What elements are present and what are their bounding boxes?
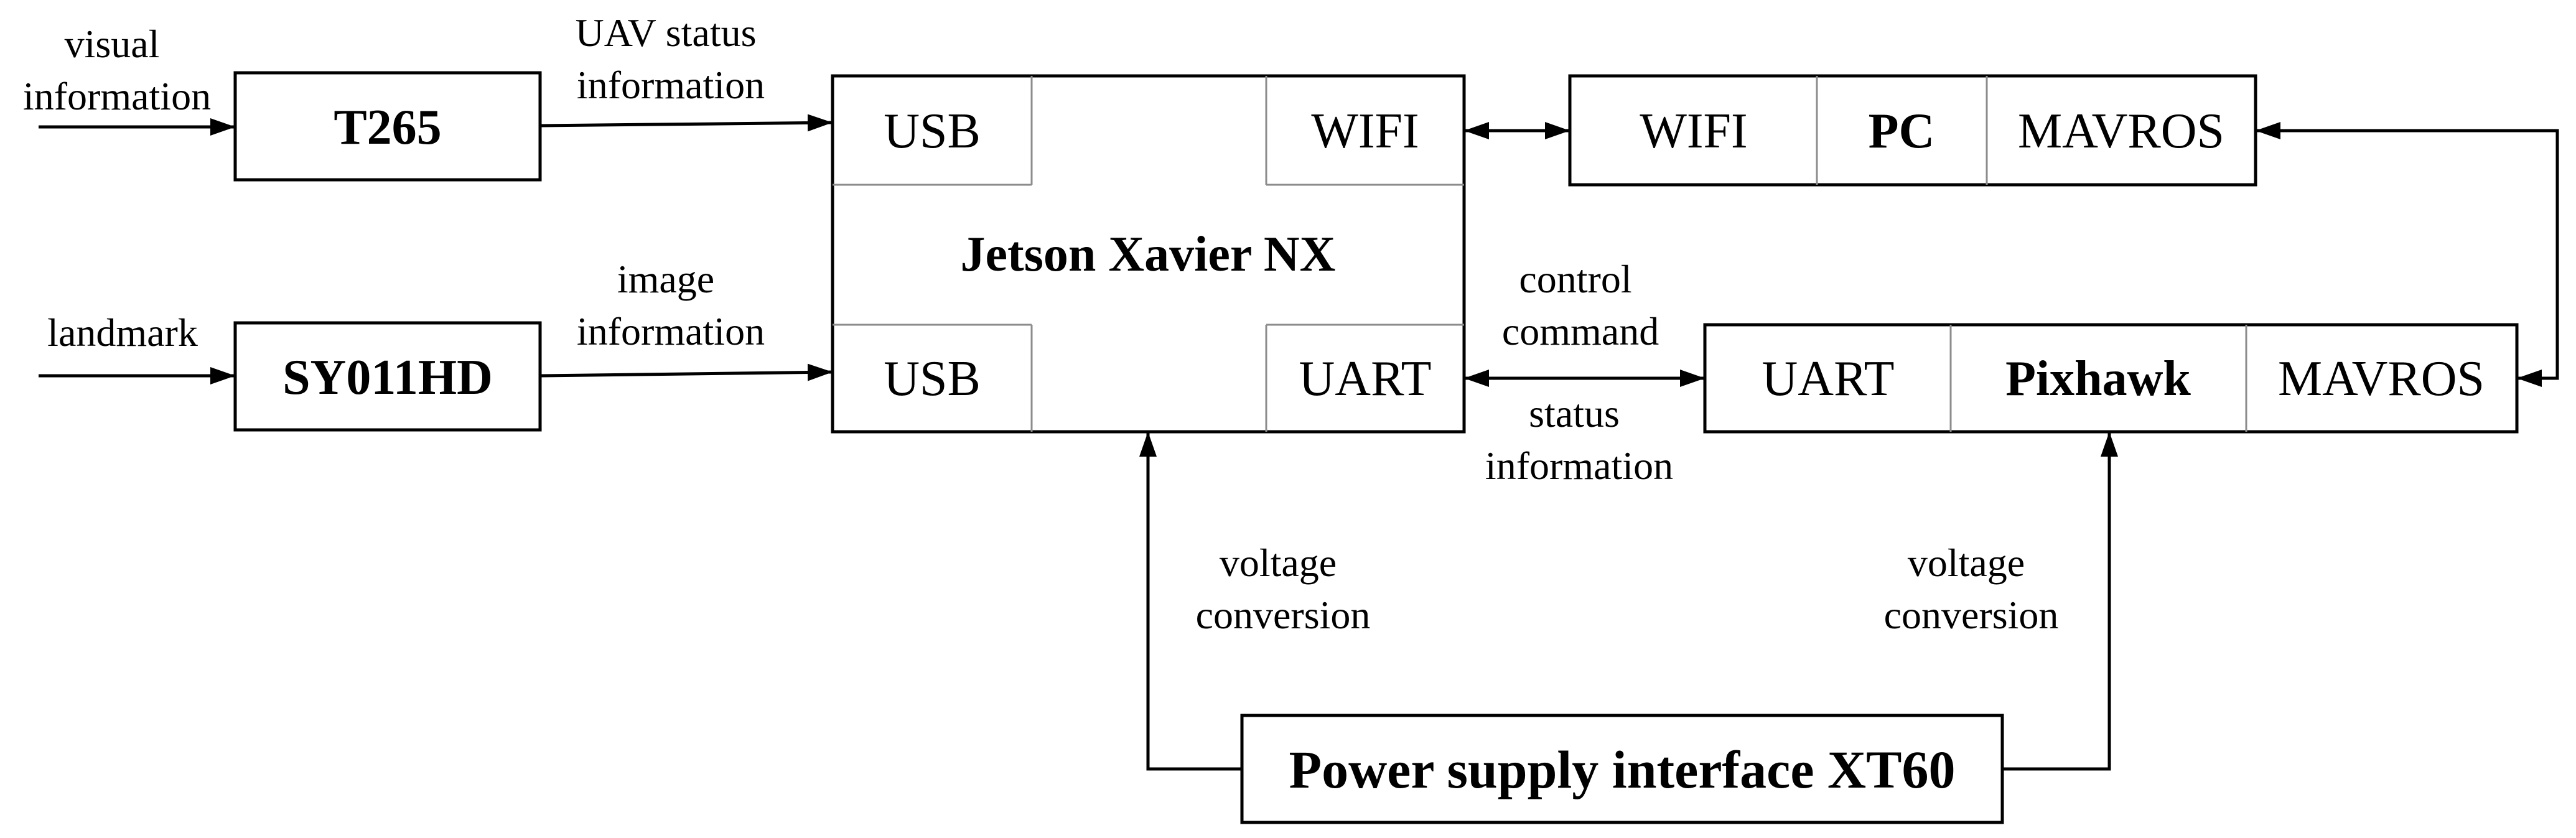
t265-label: T265 xyxy=(334,100,441,155)
control-command-label: control command xyxy=(1502,257,1659,353)
pc-label: PC xyxy=(1869,104,1935,159)
image-information-arrow xyxy=(539,363,833,381)
sy011hd-block xyxy=(233,321,542,432)
jetson-xavier-nx-block xyxy=(831,74,1466,434)
pc-mavros-label: MAVROS xyxy=(2018,104,2224,159)
landmark-label: landmark xyxy=(47,310,198,355)
jetson-wifi-label: WIFI xyxy=(1311,104,1419,159)
jetson-usb-top-label: USB xyxy=(884,104,981,159)
jetson-uart-label: UART xyxy=(1299,351,1432,406)
uav-status-arrow xyxy=(539,114,833,132)
uav-status-information-label: UAV status information xyxy=(575,11,766,107)
pixhawk-uart-label: UART xyxy=(1762,351,1895,406)
voltage-conversion-left-label: voltage conversion xyxy=(1196,541,1371,637)
pc-wifi-label: WIFI xyxy=(1640,104,1747,159)
pixhawk-label: Pixhawk xyxy=(2005,351,2191,406)
sy011hd-label: SY011HD xyxy=(282,350,493,405)
power-supply-block xyxy=(1240,714,2004,824)
power-to-jetson-arrow xyxy=(1139,432,1242,771)
visual-information-label: visual information xyxy=(23,22,211,118)
image-information-label: image information xyxy=(577,257,765,353)
jetson-title: Jetson Xavier NX xyxy=(961,227,1336,282)
status-information-label: status information xyxy=(1485,391,1673,488)
voltage-conversion-right-label: voltage conversion xyxy=(1884,541,2059,637)
jetson-usb-bottom-label: USB xyxy=(884,351,981,406)
power-supply-label: Power supply interface XT60 xyxy=(1289,740,1956,799)
t265-block xyxy=(233,71,542,182)
power-to-pixhawk-arrow xyxy=(2002,432,2118,771)
pixhawk-mavros-label: MAVROS xyxy=(2278,351,2485,406)
mavros-link-arrow xyxy=(2256,122,2559,387)
